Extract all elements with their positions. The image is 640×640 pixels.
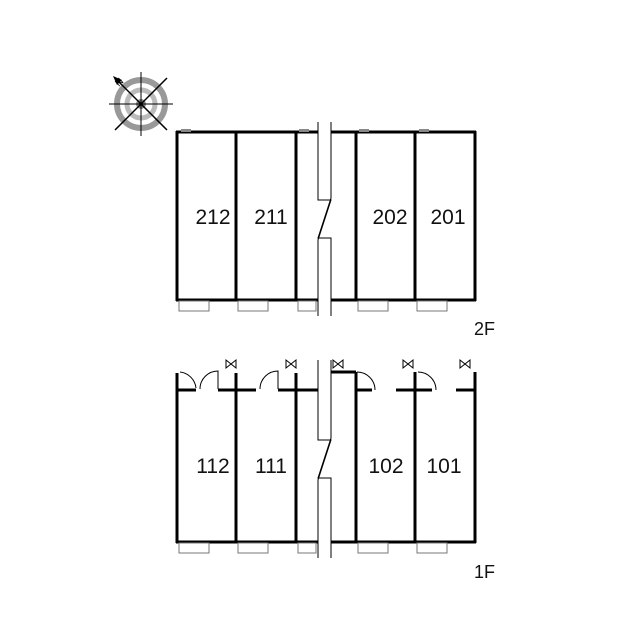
unit-111: 111	[255, 455, 287, 478]
compass-icon: N	[109, 72, 173, 136]
floor-label-1f: 1F	[474, 562, 495, 582]
unit-102: 102	[368, 455, 403, 478]
unit-202: 202	[372, 206, 407, 229]
floor-label-2f: 2F	[474, 319, 495, 339]
unit-101: 101	[426, 455, 461, 478]
unit-201: 201	[430, 206, 465, 229]
floor-2f: 212 211 202 201 2F	[175, 122, 495, 339]
meter-marks	[225, 358, 471, 370]
break-mark	[317, 360, 332, 558]
unit-112: 112	[196, 455, 229, 478]
floor-1f: 112 111 102 101 1F	[175, 358, 495, 582]
unit-212: 212	[195, 206, 230, 229]
break-mark	[317, 122, 332, 316]
unit-211: 211	[254, 206, 287, 229]
